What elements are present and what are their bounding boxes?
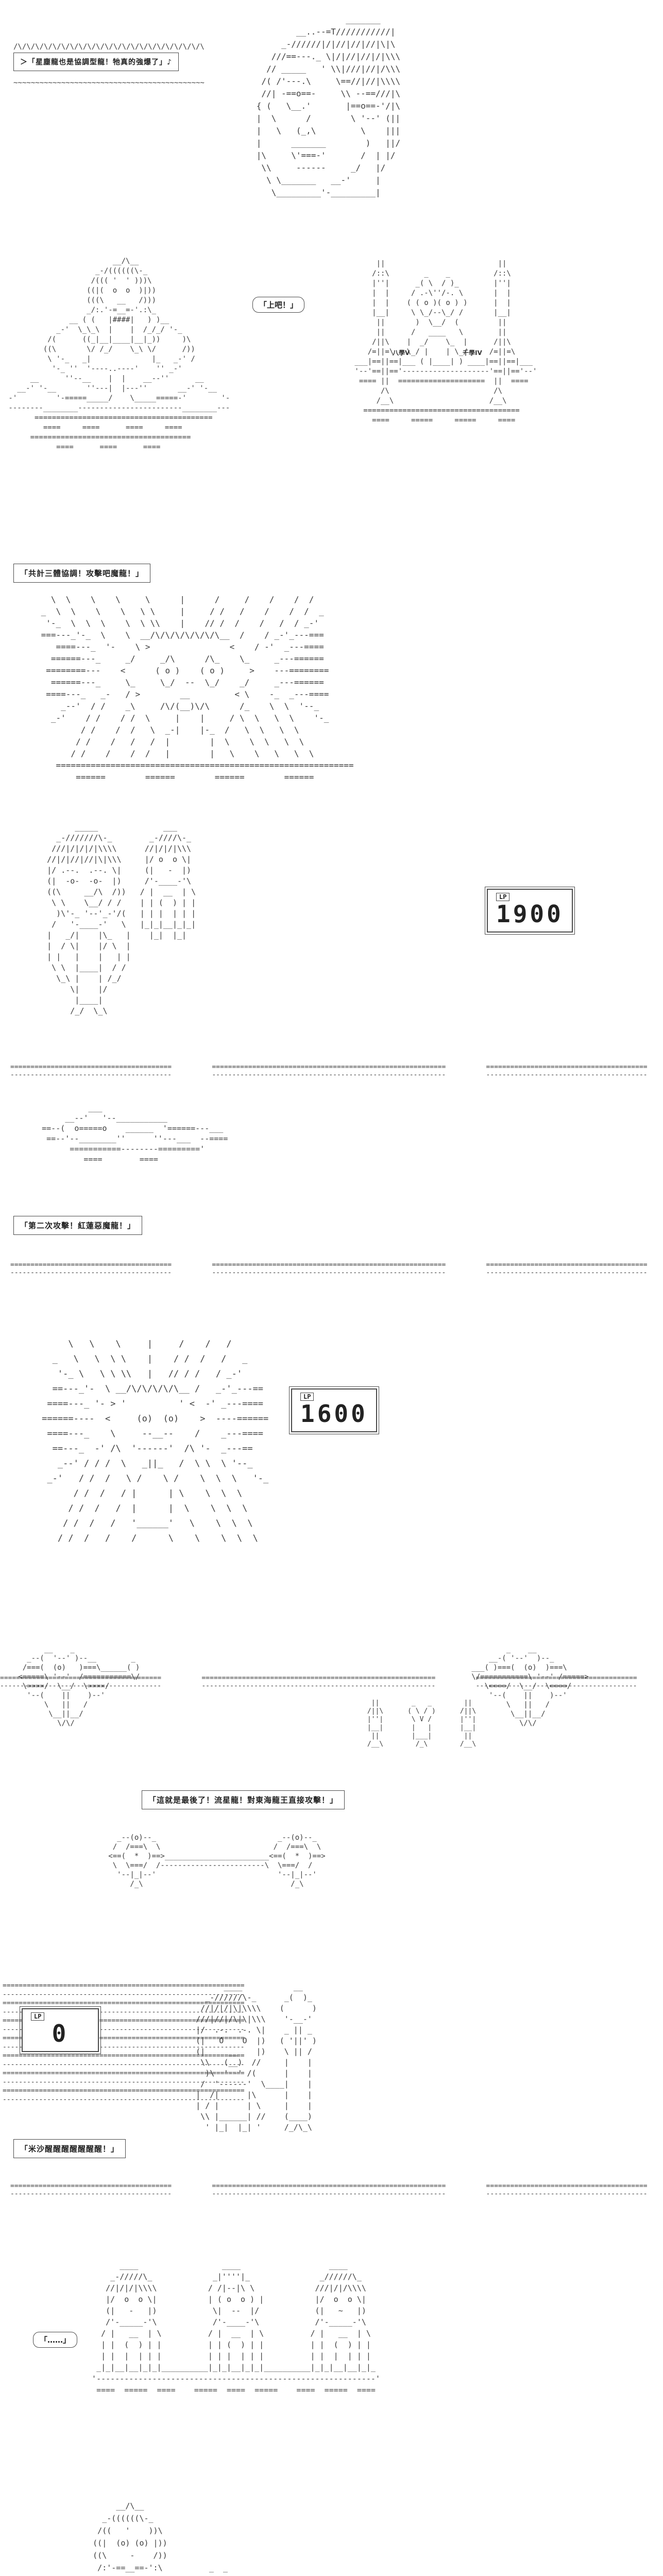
second-wave-aa: _--(o)--_ _--(o)--_ / /===\ \ / /===\ \ …	[108, 1834, 326, 1888]
impact-explosion-aa: \ \ \ | / / / _ \ \ \ \ | / / / / _ '-_ …	[42, 1339, 269, 1544]
closing-line: ========================================…	[10, 2182, 648, 2198]
group-characters-aa: ____ ____ ____ _-/////\_ _|''''|_ _/////…	[92, 2261, 380, 2395]
pillar-figures-aa: || _ _ || /||\ ( \ / ) /||\ |''| \ V / |…	[367, 1699, 477, 1748]
wave-decoration-bottom: ~~~~~~~~~~~~~~~~~~~~~~~~~~~~~~~~~~~~~~~~…	[13, 79, 205, 87]
lp-label: LP	[496, 893, 510, 901]
unit-label-right: 千學IV	[463, 349, 482, 357]
face-closeup-aa: _______ __..--=T///////////| _-//////|/|…	[256, 14, 401, 197]
scream-callout: 「米沙醒醒醒醒醒醒醒！」	[13, 2139, 126, 2158]
lp-display-2: LP 1600	[289, 1386, 379, 1434]
lp-display-3: LP 0	[20, 2006, 101, 2054]
excited-comment-callout: ＞「星塵龍也是協調型龍！牠真的強爆了」♪	[13, 53, 179, 71]
battle-explosion-aa: \ \ \ \ \ | / / / / / _ \ \ \ \ \ \ | / …	[41, 595, 354, 782]
duelist-characters-aa: _____ ___ _-///////\-_ _-////\-_ ///|/|/…	[47, 822, 196, 1015]
dragon-right-aa: _ __ __-( '--' )--_ ___( )===( (o) )===\…	[471, 1645, 589, 1727]
dragon-left-aa: __ _ _--( '--' )--__ _ /===( (o) )===\__…	[18, 1645, 140, 1727]
flying-monster-aa: ___ __--' '--___________ ==--( o=====o _…	[42, 1103, 228, 1164]
left-characters-aa: __/\__ _-/((((((\-_ /((( ' ' )))\ ((|( o…	[8, 257, 230, 451]
charge-speech-bubble: 「上吧！」	[252, 297, 305, 313]
silence-bubble-1: 「……」	[33, 2332, 78, 2348]
lp-value: 0	[52, 2020, 69, 2047]
horizon-line-top: ========================================…	[10, 1063, 648, 1079]
lp-label: LP	[31, 2012, 45, 2021]
attack-callout-3: 「這就是最後了！流星龍！對東海龍王直接攻擊！」	[142, 1790, 345, 1809]
horizon-line-bottom: ========================================…	[10, 1261, 648, 1277]
shocked-character-aa: ____ __ _-//////\-_ _( )_ //|/|/|\|\\\\ …	[196, 1982, 317, 2132]
attack-callout-1: 「共計三體協調！攻擊吧魔龍！」	[13, 564, 151, 583]
lp-label: LP	[300, 1393, 314, 1401]
lp-value: 1600	[300, 1400, 368, 1428]
lp-display-1: LP 1900	[485, 887, 575, 935]
closing-character-aa: __/\__ _-((((((\-_ /(( ' ))\ ((| (o) (o)…	[93, 2501, 232, 2576]
attack-callout-2: 「第二次攻擊！紅蓮惡魔龍！」	[13, 1216, 143, 1235]
battlefield-line: ========================================…	[0, 1674, 637, 1690]
zigzag-decoration-top: /\/\/\/\/\/\/\/\/\/\/\/\/\/\/\/\/\/\/\/\…	[13, 43, 205, 51]
unit-label-left: 八學V	[393, 349, 410, 357]
lp-value: 1900	[496, 900, 564, 928]
right-structures-aa: || || /::\ _ _ /::\ |''| _( \ / )_ |''| …	[354, 260, 537, 425]
